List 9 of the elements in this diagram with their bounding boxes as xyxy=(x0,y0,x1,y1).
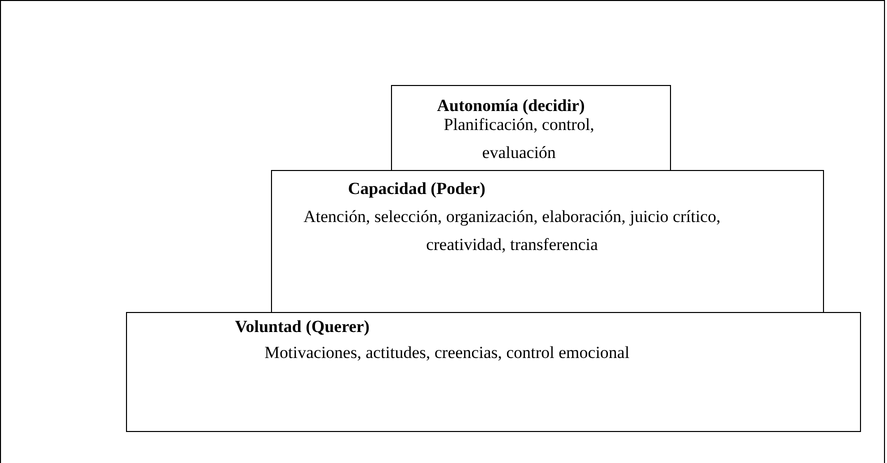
level-heading: Capacidad (Poder) xyxy=(348,179,486,199)
level-heading: Voluntad (Querer) xyxy=(235,317,370,337)
level-description: Atención, selección, organización, elaboración, juicio crítico, creatividad, transferencia xyxy=(302,206,722,256)
level-description: Planificación, control, evaluación xyxy=(442,114,596,164)
pyramid-level-box xyxy=(271,170,824,313)
pyramid-level-box xyxy=(391,85,671,171)
pyramid-level-box xyxy=(126,312,861,432)
level-description: Motivaciones, actitudes, creencias, control emocional xyxy=(264,342,630,364)
level-heading: Autonomía (decidir) xyxy=(437,96,585,116)
